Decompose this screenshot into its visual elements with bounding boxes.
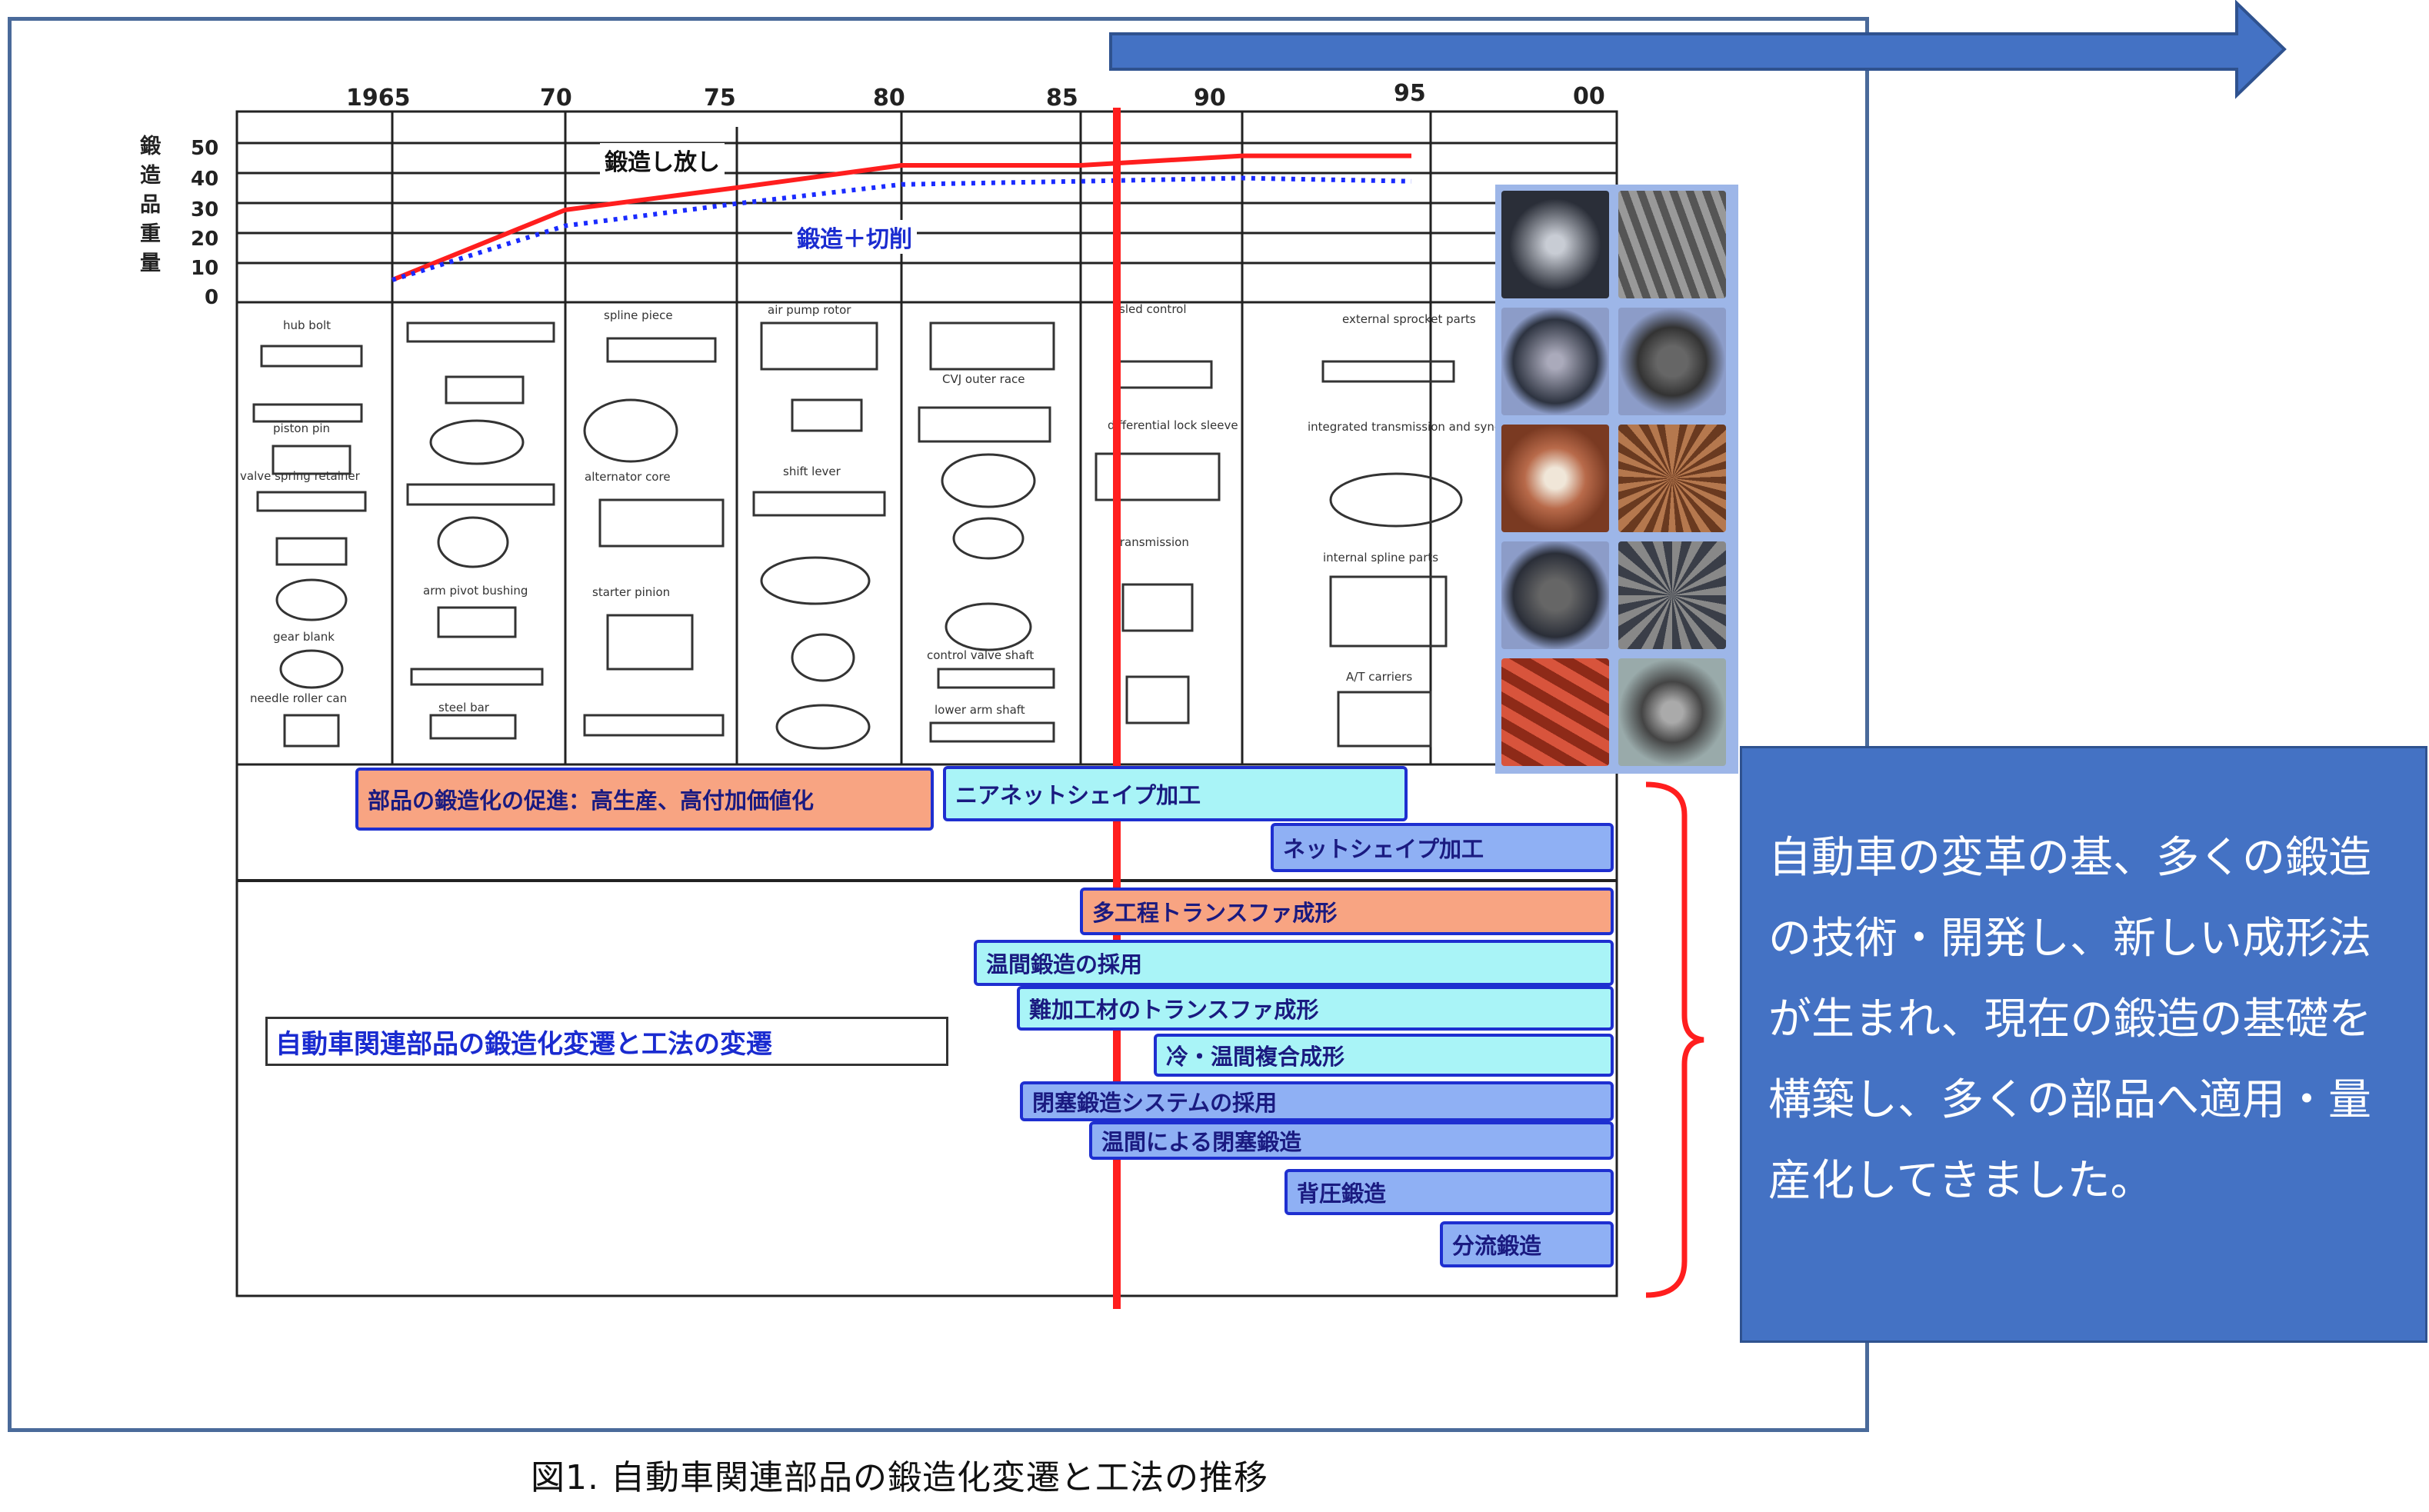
y-tick: 0: [205, 286, 219, 309]
x-tick: 75: [704, 85, 736, 112]
y-tick: 30: [191, 198, 219, 221]
series-line-forged: [391, 153, 1411, 282]
part-label: A/T carriers: [1346, 670, 1412, 684]
figure-caption: 図1. 自動車関連部品の鍛造化変遷と工法の推移: [531, 1458, 1268, 1497]
part-label: air pump rotor: [768, 303, 851, 317]
x-tick: 00: [1573, 83, 1605, 110]
gear-photo-icon: [1501, 425, 1609, 532]
part-label: shift lever: [783, 465, 841, 478]
process-bar: 難加工材のトランスファ成形: [1017, 986, 1614, 1031]
process-bar: 温間鍛造の採用: [974, 940, 1614, 986]
x-tick: 85: [1046, 85, 1078, 112]
chart-grid: hub bolt piston pin valve spring retaine…: [235, 108, 1704, 1309]
gear-photo-icon: [1501, 191, 1609, 298]
series-label-forged-machined: 鍛造＋切削: [792, 220, 917, 254]
y-tick: 50: [191, 137, 219, 160]
gear-photo-icon: [1501, 541, 1609, 649]
x-tick: 1965: [346, 85, 411, 112]
part-label: alternator core: [585, 470, 671, 484]
part-label: spline piece: [604, 308, 673, 322]
process-bar: 背圧鍛造: [1284, 1169, 1614, 1215]
series-line-forged-machined: [392, 175, 1412, 282]
gear-photo-icon: [1618, 425, 1726, 532]
gear-photo-icon: [1618, 191, 1726, 298]
gear-photo-icon: [1501, 658, 1609, 766]
part-label: hub bolt: [283, 318, 331, 332]
part-label: steel bar: [438, 701, 490, 714]
timeline-arrow: [1109, 0, 2287, 99]
diagram-title-box: 自動車関連部品の鍛造化変遷と工法の変遷: [265, 1017, 948, 1066]
part-label: control valve shaft: [927, 648, 1034, 662]
part-label: valve spring retainer: [240, 469, 361, 483]
y-tick: 20: [191, 228, 219, 251]
callout-box: 自動車の変革の基、多くの鍛造の技術・開発し、新しい成形法が生まれ、現在の鍛造の基…: [1740, 746, 2427, 1343]
part-label: lower arm shaft: [935, 703, 1025, 717]
gear-photo-icon: [1618, 308, 1726, 415]
y-axis-label: 鍛造品重量: [140, 135, 161, 275]
part-label: arm pivot bushing: [423, 584, 528, 598]
part-label: piston pin: [273, 421, 330, 435]
parts-photo-panel: [1495, 185, 1738, 774]
part-label: sled control: [1119, 302, 1187, 316]
figure-frame: [8, 17, 1869, 1432]
process-bar: ニアネットシェイプ加工: [943, 766, 1408, 821]
part-label: needle roller can: [250, 691, 347, 705]
part-label: differential lock sleeve: [1108, 418, 1238, 432]
gear-photo-icon: [1501, 308, 1609, 415]
y-tick: 40: [191, 168, 219, 191]
part-label: CVJ outer race: [942, 372, 1025, 386]
process-bar: 温間による閉塞鍛造: [1089, 1121, 1614, 1160]
gear-photo-icon: [1618, 658, 1726, 766]
process-bar: 多工程トランスファ成形: [1080, 888, 1614, 935]
process-bar: ネットシェイプ加工: [1271, 823, 1614, 872]
part-label: starter pinion: [592, 585, 670, 599]
bracket: [1645, 781, 1704, 1298]
part-label: internal spline parts: [1323, 551, 1438, 565]
part-label: external sprocket parts: [1342, 312, 1476, 326]
part-label: gear blank: [273, 630, 335, 644]
process-bar: 冷・温間複合成形: [1154, 1034, 1614, 1077]
x-tick: 90: [1194, 85, 1226, 112]
process-bar: 閉塞鍛造システムの採用: [1020, 1081, 1614, 1121]
x-tick: 70: [540, 85, 572, 112]
part-label: transmission: [1115, 535, 1189, 549]
y-tick: 10: [191, 257, 219, 280]
gear-photo-icon: [1618, 541, 1726, 649]
process-bar: 分流鍛造: [1440, 1221, 1614, 1267]
process-bar: 部品の鍛造化の促進：高生産、高付加価値化: [355, 768, 934, 831]
x-tick: 95: [1394, 80, 1426, 107]
x-tick: 80: [873, 85, 905, 112]
series-label-forged: 鍛造し放し: [600, 143, 725, 177]
